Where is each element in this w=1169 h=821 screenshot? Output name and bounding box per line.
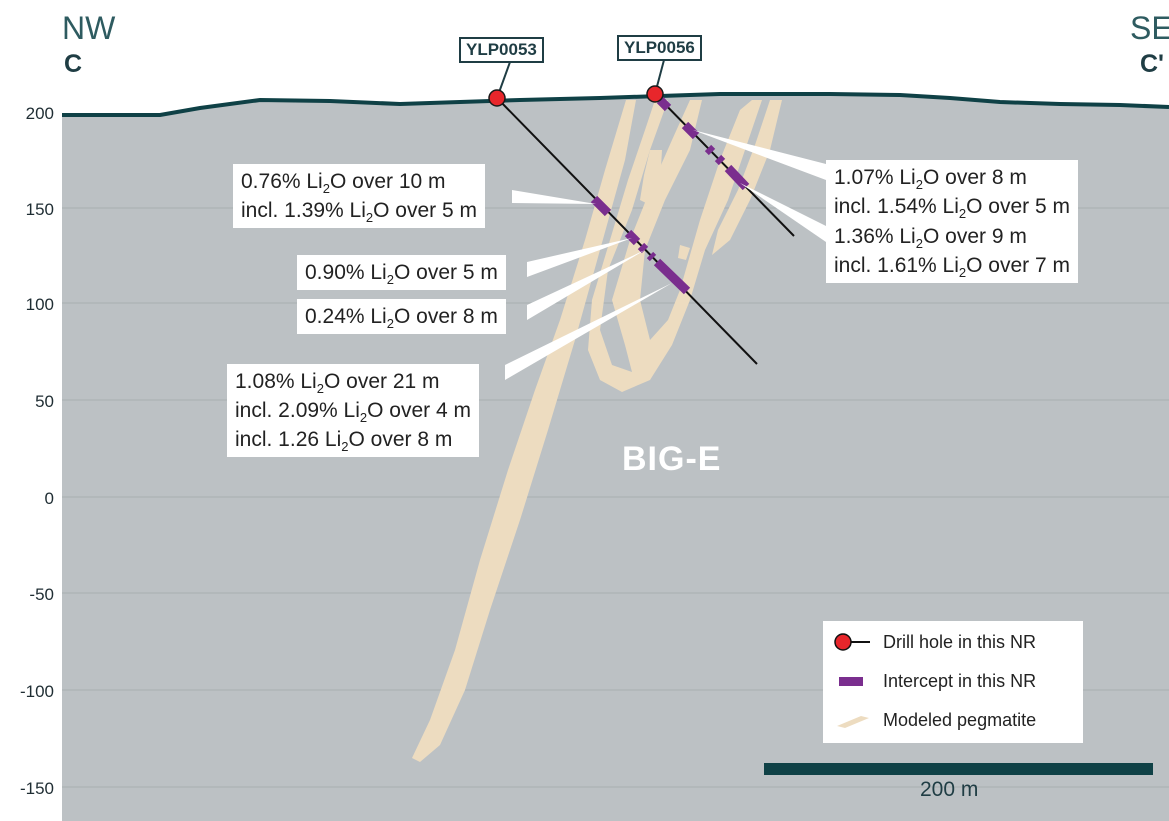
section-letter-right: C' — [1140, 50, 1164, 78]
y-tick-label: -50 — [29, 585, 54, 604]
y-tick-label: 100 — [25, 295, 54, 314]
legend-pegmatite: Modeled pegmatite — [833, 705, 1036, 735]
intercept-segments — [590, 96, 750, 295]
y-tick-label: 50 — [35, 392, 54, 411]
drill-trace-ylp0053 — [496, 97, 758, 365]
legend-drill-hole: Drill hole in this NR — [833, 627, 1036, 657]
intercept-callout-4: 1.08% Li2O over 21 m incl. 2.09% Li2O ov… — [227, 364, 480, 457]
intercept-callout-2: 0.90% Li2O over 5 m — [297, 255, 506, 290]
y-tick-label: -150 — [19, 779, 54, 798]
y-tick-label: 200 — [25, 104, 54, 123]
intercept-callout-1: 0.76% Li2O over 10 m incl. 1.39% Li2O ov… — [233, 164, 486, 228]
section-letter-left: C — [64, 50, 83, 78]
y-tick-label: 0 — [44, 489, 54, 508]
drill-trace-ylp0056 — [654, 93, 795, 237]
collar-ylp0053 — [488, 89, 506, 107]
legend-pegmatite-label: Modeled pegmatite — [883, 709, 1037, 730]
drill-hole-icon — [834, 633, 870, 651]
legend-intercept-label: Intercept in this NR — [883, 670, 1037, 691]
drill-hole-tag-ylp0053: YLP0053 — [459, 37, 544, 63]
modeled-pegmatite — [412, 100, 782, 762]
scale-bar-label: 200 m — [920, 778, 979, 801]
intercept-callout-5: 1.07% Li2O over 8 m incl. 1.54% Li2O ove… — [826, 160, 1079, 224]
intercept-callout-6: 1.36% Li2O over 9 m incl. 1.61% Li2O ove… — [826, 219, 1079, 283]
legend: Drill hole in this NR Intercept in this … — [823, 621, 1083, 743]
intercept-callout-3: 0.24% Li2O over 8 m — [297, 299, 506, 334]
drill-hole-tag-ylp0056: YLP0056 — [617, 35, 702, 61]
collar-ylp0056 — [646, 85, 664, 103]
legend-intercept: Intercept in this NR — [833, 666, 1036, 696]
legend-drill-hole-label: Drill hole in this NR — [883, 631, 1037, 652]
intercept-icon — [839, 677, 863, 686]
callout-leaders — [505, 130, 826, 380]
y-tick-label: 150 — [25, 200, 54, 219]
scale-bar — [764, 763, 1153, 775]
pegmatite-swatch-icon — [837, 716, 869, 728]
direction-right: SE — [1130, 10, 1169, 46]
direction-left: NW — [62, 10, 116, 46]
y-tick-label: -100 — [19, 682, 54, 701]
pegmatite-body-label: BIG-E — [622, 440, 722, 478]
